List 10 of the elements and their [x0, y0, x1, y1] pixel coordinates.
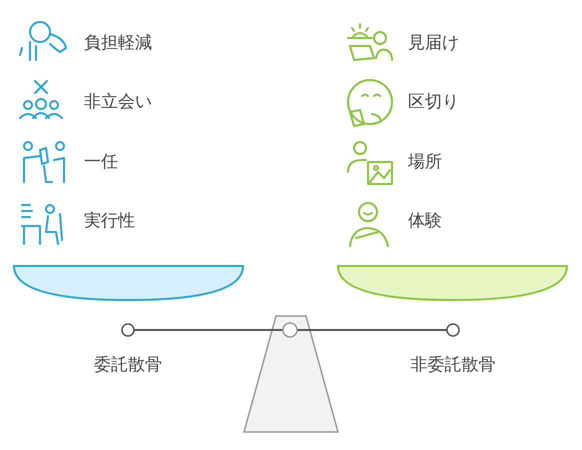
item-label: 一任 [84, 152, 118, 172]
pan-label: 非委託散骨 [410, 355, 496, 375]
item-label: 非立会い [84, 92, 152, 112]
pan-label: 委託散骨 [94, 355, 162, 375]
item-label: 体験 [408, 211, 442, 231]
item-label: 負担軽減 [84, 33, 152, 53]
item-label: 見届け [408, 33, 459, 53]
item-label: 場所 [408, 152, 442, 172]
item-label: 実行性 [84, 211, 135, 231]
item-label: 区切り [408, 92, 459, 112]
